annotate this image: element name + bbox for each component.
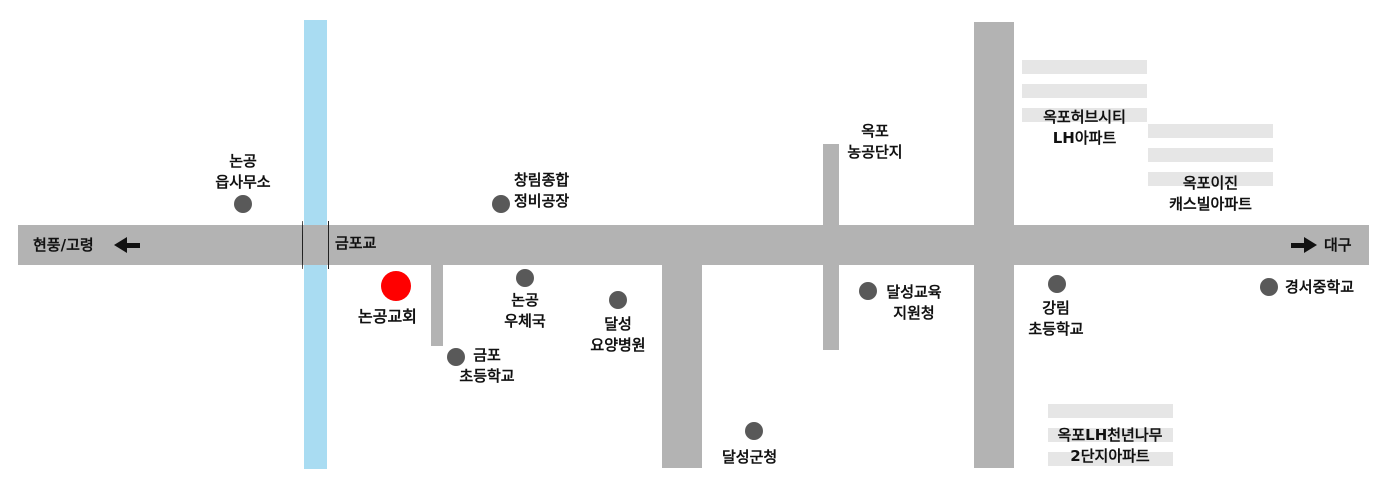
poi-label-line: 논공 — [511, 291, 539, 309]
poi-nongong-post: 논공 우체국 — [490, 290, 560, 332]
poi-label-line: 초등학교 — [1028, 320, 1084, 338]
road-east-major — [974, 22, 1014, 468]
poi-dot-icon — [447, 348, 465, 366]
poi-dot-icon — [859, 282, 877, 300]
poi-label-line: 지원청 — [893, 304, 935, 322]
bridge-right-edge — [328, 221, 329, 269]
arrow-right-shaft — [1291, 243, 1305, 248]
poi-dot-icon — [1048, 275, 1066, 293]
apartment-block — [1022, 108, 1147, 122]
poi-label-line: 금포 — [473, 346, 501, 364]
road-okpo — [823, 144, 839, 350]
direction-east: 대구 — [1324, 236, 1352, 254]
poi-label-line: 읍사무소 — [215, 173, 271, 191]
apartment-block — [1148, 124, 1273, 138]
poi-dot-icon — [234, 195, 252, 213]
poi-gyeongseo-school: 경서중학교 — [1285, 278, 1355, 296]
poi-label-line: 정비공장 — [514, 192, 570, 210]
apartment-label-line: 캐스빌아파트 — [1169, 195, 1252, 213]
arrow-right-icon — [1304, 237, 1317, 253]
poi-dot-icon — [745, 422, 763, 440]
poi-label-line: 요양병원 — [590, 336, 646, 354]
poi-label-line: 창림종합 — [514, 171, 570, 189]
poi-label-line: 달성 — [604, 315, 632, 333]
arrow-left-icon — [114, 237, 127, 253]
apartment-block — [1148, 172, 1273, 186]
road-dalseong — [662, 265, 702, 468]
main-road — [18, 225, 1369, 265]
church-marker-icon — [381, 271, 411, 301]
apartment-label-line: 옥포LH천년나무 — [1057, 426, 1163, 444]
apartment-block — [1022, 84, 1147, 98]
poi-okpo-farm: 옥포 농공단지 — [838, 121, 912, 163]
church-label: 논공교회 — [358, 307, 417, 326]
apartment-block — [1148, 148, 1273, 162]
apartment-block — [1048, 404, 1173, 418]
arrow-left-shaft — [126, 243, 140, 248]
poi-dalseong-nursing: 달성 요양병원 — [580, 314, 656, 356]
poi-label-line: 농공단지 — [847, 143, 903, 161]
apartment-easyjin-label: 옥포이진 캐스빌아파트 — [1148, 173, 1273, 215]
bridge-label: 금포교 — [335, 234, 377, 252]
direction-west: 현풍/고령 — [33, 236, 94, 254]
poi-changrim: 창림종합 정비공장 — [514, 170, 569, 212]
apartment-label-line: LH아파트 — [1052, 129, 1117, 147]
poi-nongong-office: 논공 읍사무소 — [206, 151, 280, 193]
poi-label-line: 논공 — [229, 152, 257, 170]
apartment-block — [1048, 452, 1173, 466]
apartment-block — [1048, 428, 1173, 442]
poi-gangrim-school: 강림 초등학교 — [1018, 298, 1094, 340]
poi-dalseong-office: 달성군청 — [722, 448, 778, 466]
poi-label-line: 옥포 — [861, 122, 889, 140]
apartment-label-line: 옥포허브시티 — [1043, 108, 1126, 126]
poi-label-line: 우체국 — [504, 312, 546, 330]
poi-dot-icon — [492, 195, 510, 213]
poi-label-line: 달성교육 — [886, 283, 942, 301]
apartment-label-line: 2단지아파트 — [1070, 447, 1150, 465]
poi-dot-icon — [609, 291, 627, 309]
bridge-left-edge — [302, 221, 303, 269]
poi-dalseong-edu: 달성교육 지원청 — [876, 282, 952, 324]
apartment-block — [1022, 60, 1147, 74]
poi-label-line: 초등학교 — [459, 367, 515, 385]
apartment-hubcity-label: 옥포허브시티 LH아파트 — [1022, 107, 1147, 149]
poi-label-line: 강림 — [1042, 299, 1070, 317]
poi-dot-icon — [516, 269, 534, 287]
apartment-cheonnyeon-label: 옥포LH천년나무 2단지아파트 — [1040, 425, 1180, 467]
poi-dot-icon — [1260, 278, 1278, 296]
side-road-geumpo — [431, 265, 443, 346]
apartment-label-line: 옥포이진 — [1182, 174, 1239, 192]
poi-geumpo-school: 금포 초등학교 — [449, 345, 525, 387]
